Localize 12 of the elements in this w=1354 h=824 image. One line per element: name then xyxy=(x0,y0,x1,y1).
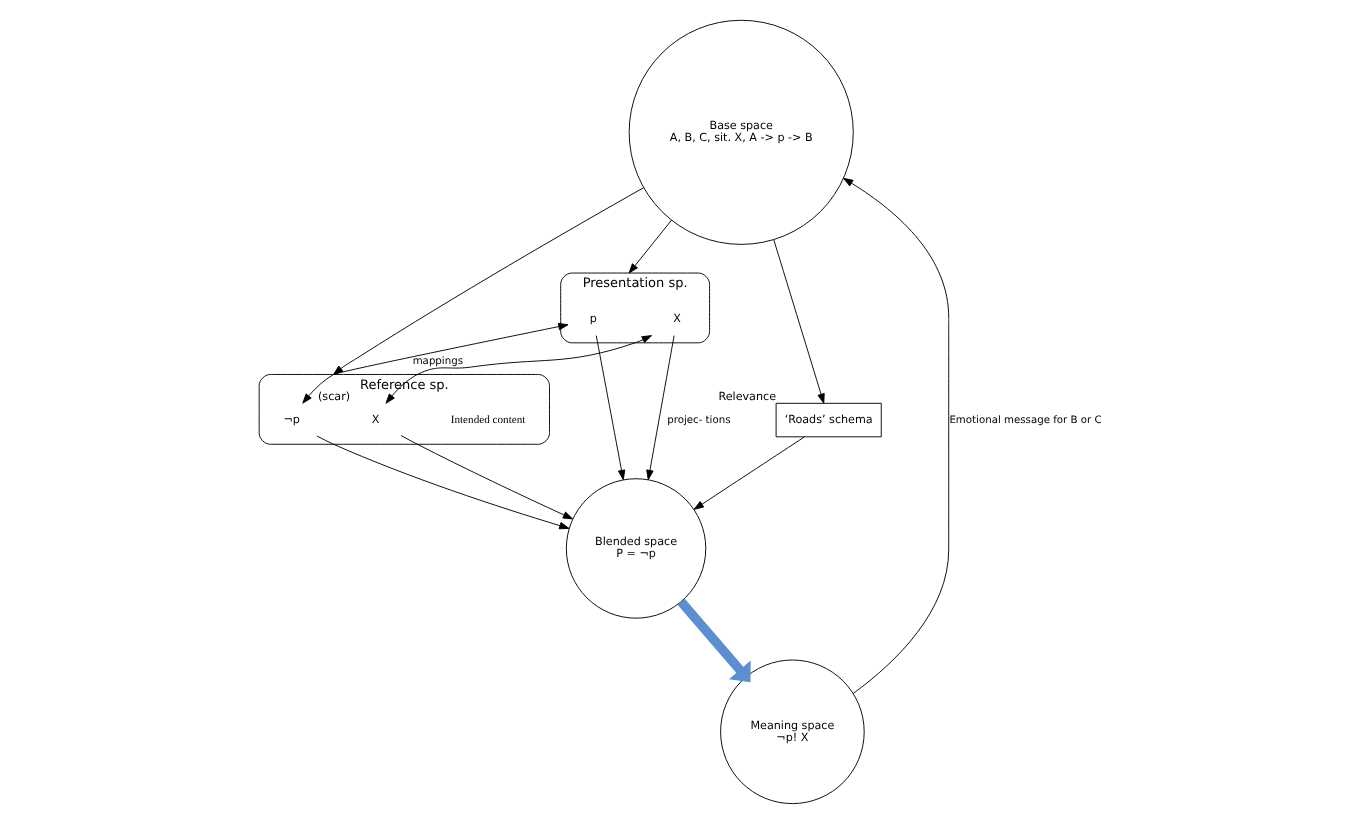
arrow xyxy=(400,435,574,520)
arrow xyxy=(385,335,652,404)
arrow xyxy=(595,335,626,481)
arrow xyxy=(646,335,675,481)
arrow xyxy=(693,436,805,510)
arrow xyxy=(302,322,569,404)
arrow xyxy=(773,239,825,404)
arrow xyxy=(677,598,751,683)
arrow xyxy=(843,177,950,694)
arrow xyxy=(333,187,645,375)
arrow xyxy=(316,435,570,530)
arrow xyxy=(628,219,673,274)
